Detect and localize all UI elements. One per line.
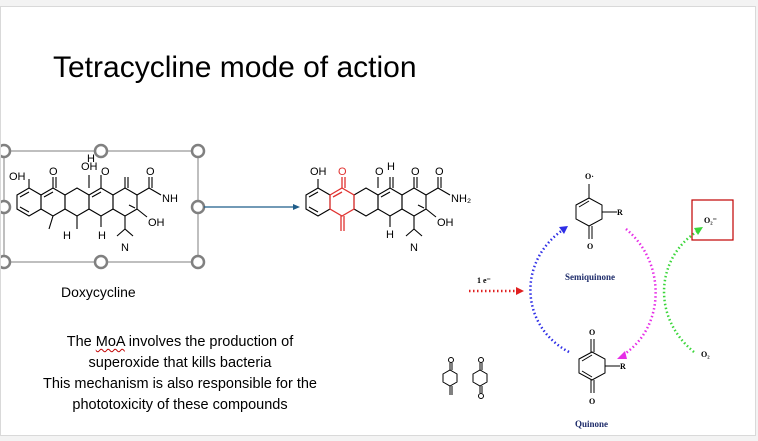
label-r-h: H <box>387 161 395 173</box>
label-r-h-bottom: H <box>386 229 394 241</box>
label-h-top: H <box>87 153 95 165</box>
label-nh: NH <box>162 193 178 205</box>
quinone-o-bottom: O <box>589 397 595 406</box>
quinone-o-top: O <box>589 328 595 337</box>
redox-cycle-diagram: O· R O Semiquinone O R O Quinone <box>469 172 734 429</box>
label-n: N <box>121 242 129 254</box>
doxycycline-structure-right: OH O O H O O NH₂ OH H N <box>305 161 471 254</box>
slide-title[interactable]: Tetracycline mode of action <box>53 51 417 84</box>
label-h-2: H <box>98 230 106 242</box>
connector-arrow[interactable] <box>204 204 300 210</box>
label-r-oh-bottom: OH <box>437 217 454 229</box>
label-r-o-3: O <box>435 166 444 178</box>
body-line-1-after: involves the production of <box>124 334 294 350</box>
body-line-1-before: The <box>66 334 96 350</box>
resize-handle-bottom-left[interactable] <box>1 254 12 270</box>
resize-handle-top-right[interactable] <box>190 143 206 159</box>
label-r-oh: OH <box>310 166 327 178</box>
superoxide-label: O₂⁻ <box>704 216 717 225</box>
body-line-3: This mechanism is also responsible for t… <box>42 376 317 392</box>
label-oh-bottom: OH <box>148 217 165 229</box>
oxidation-arrow <box>622 228 657 357</box>
quinone-r: R <box>620 362 626 371</box>
label-o-3: O <box>146 166 155 178</box>
reduction-arrow <box>529 227 570 354</box>
slide: Tetracycline mode of action <box>0 6 756 436</box>
semiquinone-label: Semiquinone <box>565 272 615 282</box>
semiquinone-o-radical: O· <box>585 172 594 181</box>
oxygen-label: O₂ <box>701 350 710 359</box>
semiquinone-structure <box>575 184 617 239</box>
label-o-2: O <box>101 166 110 178</box>
resize-handle-left[interactable] <box>1 199 12 215</box>
label-oh-left: OH <box>9 171 26 183</box>
resize-handle-bottom-right[interactable] <box>190 254 206 270</box>
superoxide-arrowhead <box>694 227 703 235</box>
electron-arrowhead <box>516 287 524 295</box>
quinone-structure <box>578 339 620 393</box>
label-h-1: H <box>63 230 71 242</box>
label-r-o-red: O <box>338 166 347 178</box>
body-line-4: phototoxicity of these compounds <box>72 397 288 413</box>
label-r-o-2: O <box>411 166 420 178</box>
body-text[interactable]: The MoA involves the production of super… <box>15 332 345 416</box>
label-r-n: N <box>410 242 418 254</box>
label-r-o-1: O <box>375 166 384 178</box>
semiquinone-r: R <box>617 208 623 217</box>
highlighted-ring <box>329 177 355 231</box>
oxidation-arrowhead <box>617 351 627 359</box>
resize-handle-right[interactable] <box>190 199 206 215</box>
quinone-label: Quinone <box>575 419 608 429</box>
electron-label: 1 e⁻ <box>477 276 491 285</box>
semiquinone-o-bottom: O <box>587 242 593 251</box>
slide-drawing: OH O OH H O O NH OH H H N <box>1 143 734 429</box>
label-r-nh2: NH₂ <box>451 193 471 205</box>
quinone-pictograms <box>442 357 488 399</box>
resize-handle-top[interactable] <box>93 143 109 159</box>
moa-term: MoA <box>95 334 125 350</box>
doxycycline-structure-left[interactable]: OH O OH H O O NH OH H H N <box>1 143 206 270</box>
body-line-2: superoxide that kills bacteria <box>88 355 272 371</box>
resize-handle-top-left[interactable] <box>1 143 12 159</box>
label-o-1: O <box>49 166 58 178</box>
superoxide-box <box>691 199 734 241</box>
superoxide-arrow <box>662 229 699 353</box>
resize-handle-bottom[interactable] <box>93 254 109 270</box>
molecule-caption[interactable]: Doxycycline <box>61 284 136 300</box>
reduction-arrowhead <box>559 226 568 234</box>
label-oh-top: OH <box>81 161 98 173</box>
